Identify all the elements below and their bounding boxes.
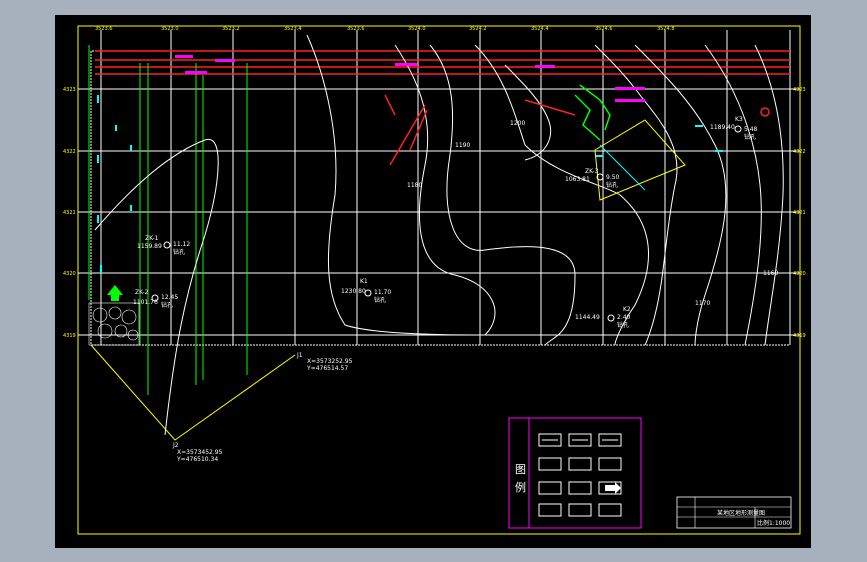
green-structure: [574, 84, 770, 141]
scale-label: 比例: [757, 519, 769, 527]
corner-points: J1 X=3573252.95 Y=476514.57 J2 X=3573452…: [172, 352, 353, 463]
drawing-canvas[interactable]: 3523.6 3523.0 3523.2 3523.4 3523.6 3524.…: [55, 15, 811, 548]
coord-label: 4323: [793, 87, 806, 93]
coord-label: 4320: [63, 271, 76, 277]
building-outline: [594, 119, 686, 201]
coord-label: 4321: [63, 210, 76, 216]
corner-y: Y=476514.57: [306, 365, 348, 372]
annotation-marks: [175, 55, 645, 102]
point-elev: 1101.76: [133, 299, 158, 306]
coord-label: 3524.0: [408, 26, 426, 32]
contour-label: 1190: [455, 142, 470, 149]
north-arrow-icon: [107, 285, 123, 301]
coord-label: 4322: [793, 149, 806, 155]
slope-feature: [384, 94, 576, 166]
point-id: K2: [623, 306, 631, 313]
legend-title-2: 例: [515, 480, 526, 494]
point-note: 钻孔: [374, 296, 386, 304]
coord-label: 4323: [63, 87, 76, 93]
coord-label: 3524.4: [531, 26, 549, 32]
coord-label: 4321: [793, 210, 806, 216]
coord-label: 3524.6: [595, 26, 613, 32]
coord-label: 3523.0: [161, 26, 179, 32]
grid-coordinate-labels-top: 3523.6 3523.0 3523.2 3523.4 3523.6 3524.…: [95, 26, 675, 32]
contour-label: 1180: [407, 182, 422, 189]
point-elev: 1144.49: [575, 314, 600, 321]
coord-label: 3524.2: [469, 26, 487, 32]
point-depth: 5.48: [744, 126, 758, 133]
coord-label: 3524.8: [657, 26, 675, 32]
coord-label: 3523.4: [284, 26, 302, 32]
drawing-title: 某地区地形测量图: [717, 509, 765, 517]
contour-label: 1200: [510, 120, 525, 127]
point-id: ZK-1: [145, 235, 159, 242]
point-note: 钻孔: [606, 181, 618, 189]
point-depth: 11.12: [173, 241, 190, 248]
drawing-border: [77, 25, 801, 535]
point-depth: 9.50: [606, 174, 620, 181]
point-id: K1: [360, 278, 368, 285]
survey-points: ZK-1 1159.89 11.12 钻孔 ZK-3 1063.81 9.50 …: [133, 116, 758, 329]
point-elev: 1230.80: [341, 288, 366, 295]
boundary-diagonal: [90, 344, 296, 441]
corner-id: J1: [296, 352, 303, 359]
coord-label: 4320: [793, 271, 806, 277]
legend-title-1: 图: [515, 463, 526, 476]
corner-y: Y=476510.34: [176, 456, 218, 463]
site-boundary: [90, 50, 791, 346]
cad-drawing: 3523.6 3523.0 3523.2 3523.4 3523.6 3524.…: [63, 25, 806, 535]
coord-label: 4322: [63, 149, 76, 155]
point-depth: 2.40: [617, 314, 631, 321]
point-id: K3: [735, 116, 743, 123]
point-elev: 1063.81: [565, 176, 590, 183]
corner-id: J2: [172, 442, 179, 449]
grid-coordinate-labels-left: 4323 4322 4321 4320 4319 4323 4322 4321 …: [63, 87, 806, 339]
point-id: ZK-2: [135, 289, 149, 296]
legend-symbols: [538, 433, 622, 517]
rock-area: [88, 302, 140, 346]
contour-label: 1170: [695, 300, 710, 307]
point-id: ZK-3: [585, 168, 599, 175]
legend: 图 例: [508, 417, 642, 529]
point-note: 钻孔: [173, 248, 185, 256]
coord-label: 3523.2: [222, 26, 240, 32]
point-elev: 1159.89: [137, 243, 162, 250]
contour-lines: [94, 34, 784, 436]
road-lines: [95, 50, 790, 75]
point-depth: 12.45: [161, 294, 178, 301]
contour-value-labels: 1200 1190 1180 1170 1160: [407, 120, 778, 307]
coord-label: 4319: [63, 333, 76, 339]
point-depth: 11.70: [374, 289, 391, 296]
corner-x: X=3573452.95: [177, 449, 223, 456]
point-note: 钻孔: [744, 133, 756, 141]
coord-label: 4319: [793, 333, 806, 339]
point-note: 钻孔: [617, 321, 629, 329]
corner-x: X=3573252.95: [307, 358, 353, 365]
coord-label: 3523.6: [95, 26, 113, 32]
title-block: 某地区地形测量图 比例 1:1000: [676, 496, 792, 529]
coordinate-grid: [78, 30, 800, 345]
water-symbols: [97, 95, 723, 273]
point-elev: 1189.40: [710, 124, 735, 131]
legend-arrow-icon: [605, 482, 621, 494]
contour-label: 1160: [763, 270, 778, 277]
coord-label: 3523.6: [347, 26, 365, 32]
scale-value: 1:1000: [769, 520, 790, 527]
point-note: 钻孔: [161, 301, 173, 309]
fence-lines: [88, 45, 248, 395]
